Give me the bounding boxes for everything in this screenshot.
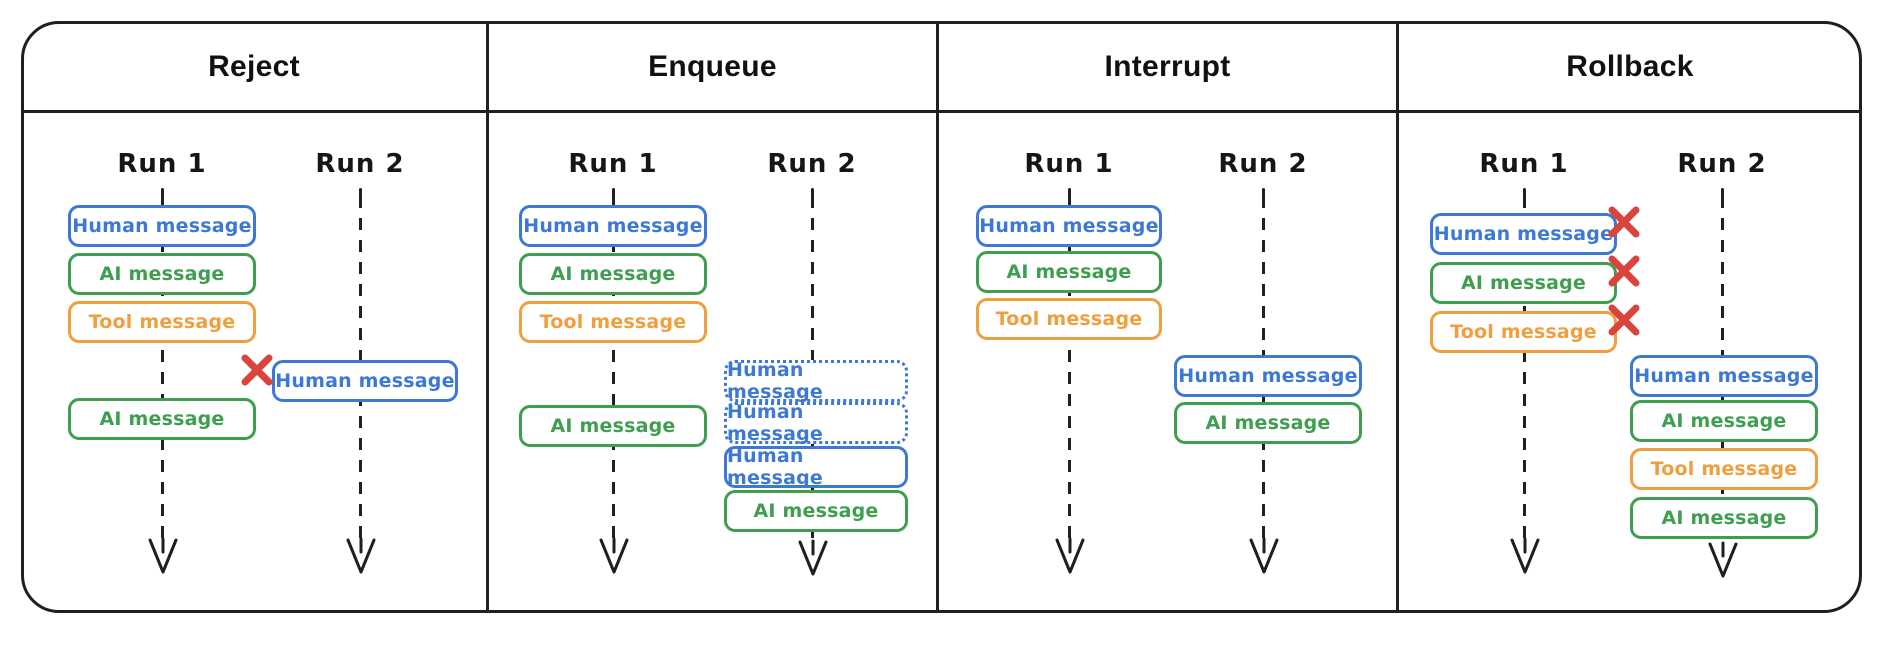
human-message-box: Human message [68,205,256,247]
outer-border [21,21,1862,613]
lifeline-tick [161,188,164,201]
human-message-box: Human message [519,205,707,247]
interrupt-panel-title: Interrupt [1104,50,1231,83]
ai-message-box: AI message [724,490,908,532]
lifeline-tick [811,188,814,201]
reject-run2-label: Run 2 [315,149,405,179]
ai-message-box: AI message [1630,400,1818,442]
rollback-panel-title: Rollback [1566,50,1694,83]
arrow-down-icon [599,537,629,574]
queued-human-message-box: Human message [724,401,908,445]
human-message-box: Human message [1174,355,1362,397]
tool-message-box: Tool message [519,301,707,343]
rolled-back-x-icon [1608,206,1640,238]
rolled-back-x-icon [1608,255,1640,287]
interrupt-run2-label: Run 2 [1218,149,1308,179]
rejected-x-icon [241,354,273,386]
lifeline-tick [1721,188,1724,201]
human-message-box: Human message [976,205,1162,247]
human-message-box: Human message [272,360,458,402]
arrow-down-icon [148,537,178,574]
panel-divider-2 [936,23,939,611]
lifeline-tick [359,188,362,201]
ai-message-box: AI message [519,253,707,295]
arrow-down-icon [1510,537,1540,574]
rollback-run2-label: Run 2 [1677,149,1767,179]
lifeline-tick [612,188,615,201]
header-separator-line [23,110,1860,113]
enqueue-run2-label: Run 2 [767,149,857,179]
interrupt-run1-label: Run 1 [1024,149,1114,179]
ai-message-box: AI message [1430,262,1617,304]
ai-message-box: AI message [1174,402,1362,444]
reject-panel-title: Reject [208,50,300,83]
enqueue-run1-label: Run 1 [568,149,658,179]
panel-divider-3 [1396,23,1399,611]
lifeline-tick [1523,188,1526,201]
queued-human-message-box: Human message [724,359,908,403]
enqueue-panel-title: Enqueue [648,50,777,83]
ai-message-box: AI message [68,253,256,295]
arrow-down-icon [1249,537,1279,574]
tool-message-box: Tool message [68,301,256,343]
lifeline-tick [1068,188,1071,201]
ai-message-box: AI message [519,405,707,447]
arrow-down-icon [1708,541,1738,578]
enqueue-run1-lifeline [612,196,615,542]
arrow-down-icon [1055,537,1085,574]
ai-message-box: AI message [976,251,1162,293]
tool-message-box: Tool message [976,298,1162,340]
reject-run1-label: Run 1 [117,149,207,179]
human-message-box: Human message [724,445,908,489]
reject-run1-lifeline [161,196,164,542]
lifeline-tick [1262,188,1265,201]
rollback-run1-label: Run 1 [1479,149,1569,179]
arrow-down-icon [798,539,828,576]
rolled-back-x-icon [1608,304,1640,336]
arrow-down-icon [346,537,376,574]
tool-message-box: Tool message [1430,311,1617,353]
tool-message-box: Tool message [1630,448,1818,490]
ai-message-box: AI message [68,398,256,440]
human-message-box: Human message [1630,355,1818,397]
ai-message-box: AI message [1630,497,1818,539]
rollback-run1-lifeline [1523,196,1526,542]
human-message-box: Human message [1430,213,1617,255]
panel-divider-1 [486,23,489,611]
interrupt-run1-lifeline [1068,196,1071,542]
